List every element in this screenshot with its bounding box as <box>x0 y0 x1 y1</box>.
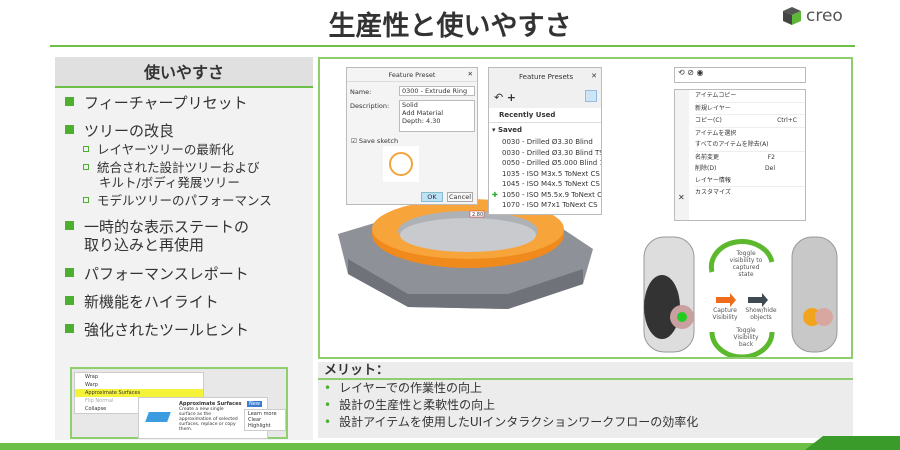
tooltip: Approximate Surfaces Create a new single… <box>138 397 268 439</box>
capture-visibility-label: Capture Visibility <box>712 307 738 321</box>
menu-item[interactable]: Flip Normal <box>85 398 114 404</box>
merit-panel: メリット： •レイヤーでの作業性の向上 •設計の生産性と柔軟性の向上 •設計アイ… <box>318 362 853 438</box>
menu-item[interactable]: 新規レイヤー <box>695 103 805 115</box>
merit-heading: メリット： <box>318 362 853 380</box>
screenshots-panel: 2.80 Feature Preset ✕ Name: 0300 - Extru… <box>318 57 853 359</box>
show-hide-label: Show/hide objects <box>745 307 777 321</box>
panel-title: Feature Presets <box>489 68 601 86</box>
preset-item[interactable]: 0030 - Drilled Ø3.30 Blind <box>502 138 593 146</box>
preset-item[interactable]: 0050 - Drilled Ø5.000 Blind 10.0 <box>502 159 601 167</box>
sub-item-cont: キルト/ボディ発展ツリー <box>99 175 240 190</box>
preset-item[interactable]: 1035 - ISO M3x.5 ToNext CS 6.0 <box>502 169 601 178</box>
clear-highlight[interactable]: Clear Highlight <box>248 417 271 429</box>
bullet-item: フィーチャープリセット <box>65 94 248 112</box>
move-icon: ✚ <box>492 190 498 199</box>
feature-presets-panel: Feature Presets ✕ ↶ + Recently Used ▾ Sa… <box>488 67 602 215</box>
menu-item[interactable]: Warp <box>85 382 98 388</box>
close-icon[interactable]: ✕ <box>467 70 473 78</box>
menu-item[interactable]: カスタマイズ <box>695 189 731 196</box>
extrude-ring-model: 2.80 <box>338 199 593 309</box>
save-sketch-checkbox[interactable]: ☑ Save sketch <box>351 137 399 145</box>
model-images <box>643 236 838 357</box>
layer-toolbar: ⟲ ⊘ ◉ <box>674 67 806 83</box>
recently-used-header[interactable]: Recently Used <box>489 108 601 123</box>
menu-item[interactable]: 削除(D)Del <box>695 165 775 172</box>
preset-item[interactable]: ✚1050 - ISO M5.5x.9 ToNext CS 10 <box>492 190 601 199</box>
panel-toolbar: ↶ + <box>489 86 601 108</box>
undo-icon[interactable]: ↶ <box>494 91 504 104</box>
toggle-to-captured-label: Toggle visibility to captured state <box>729 250 763 278</box>
menu-item[interactable]: レイヤー情報 <box>695 175 805 187</box>
feature-preset-dialog: Feature Preset ✕ Name: 0300 - Extrude Ri… <box>346 67 478 205</box>
menu-item[interactable]: Approximate Surfaces <box>75 389 203 397</box>
menu-item[interactable]: Wrap <box>85 374 99 380</box>
learn-more[interactable]: Learn more <box>248 411 277 417</box>
tooltip-screenshot: Wrap Warp Approximate Surfaces Flip Norm… <box>70 367 288 439</box>
footer-accent <box>805 436 900 450</box>
sketch-preview <box>383 146 419 182</box>
menu-item[interactable]: アイテムを選択 <box>695 129 737 137</box>
cancel-button[interactable]: Cancel <box>447 192 473 202</box>
bullet-item: パフォーマンスレポート <box>65 265 249 283</box>
new-badge[interactable]: New <box>247 401 262 407</box>
preset-list: 0030 - Drilled Ø3.30 Blind 0030 - Drille… <box>489 137 601 211</box>
ok-button[interactable]: OK <box>421 192 443 202</box>
tooltip-text: Create a new single surface as the appro… <box>179 407 238 432</box>
bullet-item: 新機能をハイライト <box>65 293 219 311</box>
tooltip-title: Approximate Surfaces <box>179 401 242 407</box>
layer-icons[interactable]: ⟲ ⊘ ◉ <box>678 68 704 77</box>
merit-item: •設計の生産性と柔軟性の向上 <box>324 398 496 412</box>
menu-item[interactable]: すべてのアイテムを除去(A) <box>695 139 805 152</box>
bullet-item: 強化されたツールヒント <box>65 321 249 339</box>
creo-logo: creo <box>782 6 843 26</box>
preset-item[interactable]: 1045 - ISO M4x.5 ToNext CS 8.0 <box>502 180 601 188</box>
document-icon[interactable] <box>585 90 597 102</box>
add-icon[interactable]: + <box>506 91 516 104</box>
title-rule <box>50 45 855 47</box>
page-title: 生産性と使いやすさ <box>328 11 572 42</box>
usability-panel: 使いやすさ フィーチャープリセット ツリーの改良 レイヤーツリーの最新化 統合さ… <box>55 57 313 440</box>
preset-item[interactable]: 1070 - ISO M7x1 ToNext CS <box>502 201 598 209</box>
bullet-item: ツリーの改良 <box>65 122 174 140</box>
merit-item: •設計アイテムを使用したUIインタラクションワークフローの効率化 <box>324 415 699 429</box>
usability-heading: 使いやすさ <box>55 57 313 88</box>
menu-item[interactable]: コピー(C)Ctrl+C <box>695 115 805 128</box>
delete-icon: ✕ <box>678 193 685 202</box>
cube-icon <box>783 7 801 25</box>
footer-bar <box>0 443 900 450</box>
menu-item[interactable]: アイテムコピー <box>695 90 805 103</box>
saved-header[interactable]: ▾ Saved <box>492 126 523 134</box>
dialog-title: Feature Preset <box>347 68 477 82</box>
sub-item: 統合された設計ツリーおよび <box>83 161 260 175</box>
sub-item: レイヤーツリーの最新化 <box>83 143 234 157</box>
close-icon[interactable]: ✕ <box>591 72 597 80</box>
bullet-item: 一時的な表示ステートの取り込みと再使用 <box>65 218 249 254</box>
name-label: Name: <box>350 88 372 96</box>
toggle-back-label: Toggle Visibility back <box>733 327 759 348</box>
name-field[interactable]: 0300 - Extrude Ring <box>399 86 475 96</box>
visibility-diagram: Toggle visibility to captured state Capt… <box>632 227 852 357</box>
new-menu: Learn more Clear Highlight <box>244 409 286 431</box>
sub-item: モデルツリーのパフォーマンス <box>83 194 272 208</box>
context-menu: アイテムコピー 新規レイヤー コピー(C)Ctrl+C アイテムを選択 すべての… <box>674 89 806 221</box>
menu-item[interactable]: Collapse <box>85 406 107 412</box>
surface-icon <box>145 412 171 422</box>
merit-item: •レイヤーでの作業性の向上 <box>324 381 482 395</box>
logo-text: creo <box>806 6 843 26</box>
preset-item[interactable]: 0030 - Drilled Ø3.30 Blind TS <box>502 148 601 157</box>
description-label: Description: <box>350 102 390 110</box>
dimension-label: 2.80 <box>472 212 483 218</box>
